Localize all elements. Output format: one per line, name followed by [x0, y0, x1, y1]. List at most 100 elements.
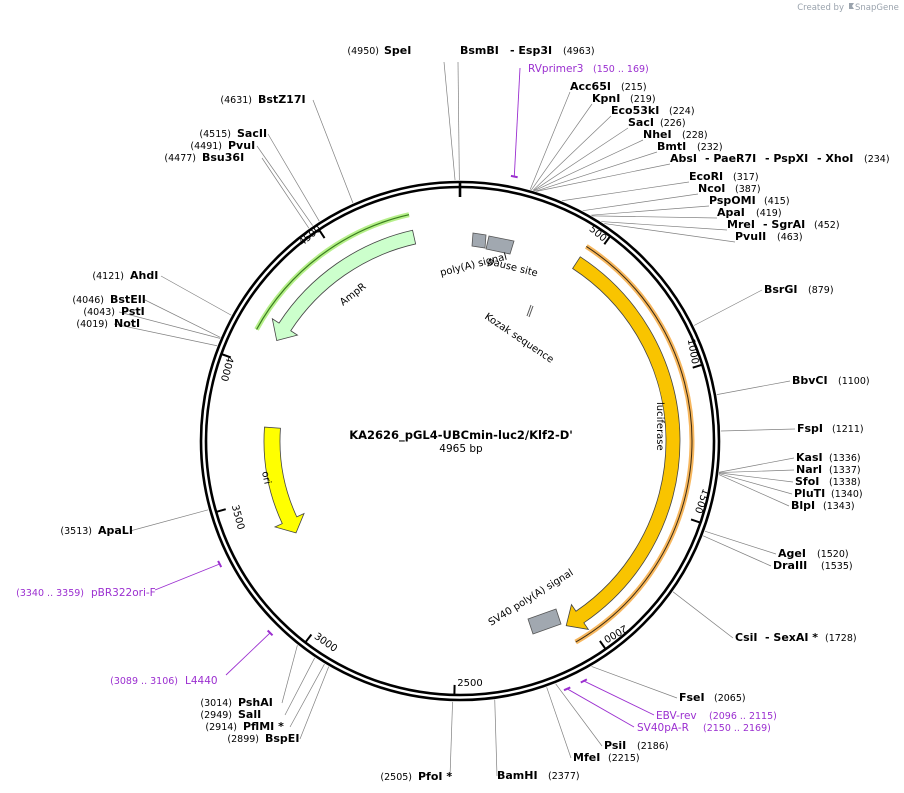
svg-text:ApaLI: ApaLI — [98, 524, 133, 537]
site-eco53ki[interactable]: Eco53kI(224) — [611, 104, 695, 117]
site-bspei[interactable]: (2899)BspEI — [227, 732, 299, 745]
site-kasi[interactable]: KasI(1336) — [796, 451, 861, 464]
site-noti[interactable]: (4019)NotI — [76, 317, 140, 330]
plasmid-size: 4965 bp — [439, 443, 483, 455]
svg-text:BspEI: BspEI — [265, 732, 299, 745]
svg-text:NheI: NheI — [643, 128, 672, 141]
site-mfei[interactable]: MfeI(2215) — [573, 751, 640, 764]
site-bsrgi[interactable]: BsrGI(879) — [764, 283, 834, 296]
svg-text:(1343): (1343) — [823, 501, 855, 512]
site-fspi[interactable]: FspI(1211) — [797, 422, 864, 435]
site-leader-line — [601, 221, 728, 231]
site-leader-line — [113, 323, 218, 347]
primer-mark — [563, 686, 571, 692]
site-pfoi[interactable]: (2505)PfoI * — [380, 770, 452, 783]
svg-text:(2096 .. 2115): (2096 .. 2115) — [709, 711, 777, 722]
svg-text:PfoI *: PfoI * — [418, 770, 452, 783]
tick-4500 — [318, 229, 326, 239]
primer-sv40pa-r[interactable]: SV40pA-R (2150 .. 2169) — [637, 722, 771, 734]
site-blpi[interactable]: BlpI (1343) — [791, 499, 855, 512]
site-leader-line — [719, 472, 794, 483]
tick-3500 — [215, 508, 226, 513]
site-pspomi[interactable]: PspOMI(415) — [709, 194, 790, 207]
site-ahdi[interactable]: (4121)AhdI — [92, 269, 158, 282]
site-acc65i[interactable]: Acc65I(215) — [570, 80, 647, 93]
site-bsteii[interactable]: (4046)BstEII — [72, 293, 145, 306]
site-bstz17i[interactable]: (4631)BstZ17I — [220, 93, 305, 106]
site-sali[interactable]: (2949)SalI — [200, 708, 261, 721]
site-leader-line — [719, 469, 795, 473]
site-leader-line — [443, 61, 456, 181]
svg-text:BlpI: BlpI — [791, 499, 815, 512]
site-spei[interactable]: (4950) SpeI — [347, 44, 411, 57]
polya-signal-feature[interactable] — [471, 232, 487, 249]
svg-text:(3513): (3513) — [60, 526, 92, 537]
svg-text:- XhoI: - XhoI — [817, 152, 853, 165]
kozak-sequence-feature[interactable] — [526, 304, 534, 318]
kozak-sequence-label: Kozak sequence — [482, 311, 555, 365]
primer-l4440[interactable]: (3089 .. 3106) L4440 — [110, 675, 217, 687]
svg-text:PshAI: PshAI — [238, 696, 273, 709]
site-absi[interactable]: AbsI - PaeR7I - PspXI - XhoI (234) — [670, 152, 890, 165]
ampr-feature[interactable] — [271, 229, 417, 342]
svg-text:(3089 .. 3106): (3089 .. 3106) — [110, 676, 178, 687]
svg-text:(226): (226) — [660, 118, 686, 129]
site-sfoi[interactable]: SfoI(1338) — [795, 475, 861, 488]
svg-text:PvuII: PvuII — [735, 230, 766, 243]
site-pflmi[interactable]: (2914)PflMI * — [205, 720, 284, 733]
site-apali[interactable]: (3513) ApaLI — [60, 524, 133, 537]
ori-feature[interactable] — [263, 426, 305, 534]
site-pluti[interactable]: PluTI(1340) — [794, 487, 863, 500]
luciferase-feature[interactable] — [565, 256, 681, 630]
site-ecori[interactable]: EcoRI(317) — [689, 170, 759, 183]
site-mrei[interactable]: MreI - SgrAI (452) — [727, 218, 840, 231]
site-pshai[interactable]: (3014)PshAI — [200, 696, 272, 709]
primer-pbr322ori-f[interactable]: (3340 .. 3359) pBR322ori-F — [16, 587, 156, 599]
site-fsei[interactable]: FseI(2065) — [679, 691, 746, 704]
site-kpni[interactable]: KpnI(219) — [592, 92, 656, 105]
site-leader-line — [546, 687, 572, 759]
primer-ebv-rev[interactable]: EBV-rev (2096 .. 2115) — [656, 710, 777, 722]
svg-text:Bsu36I: Bsu36I — [202, 151, 244, 164]
site-psti[interactable]: (4043)PstI — [83, 305, 144, 318]
svg-text:(4963): (4963) — [563, 46, 595, 57]
site-leader-line — [118, 311, 221, 339]
site-leader-line — [494, 699, 498, 777]
site-ncoi[interactable]: NcoI(387) — [698, 182, 761, 195]
site-bbvci[interactable]: BbvCI(1100) — [792, 374, 870, 387]
site-pvui[interactable]: (4491)PvuI — [190, 139, 255, 152]
primer-rvprimer3[interactable]: RVprimer3 (150 .. 169) — [528, 63, 649, 75]
svg-text:(4631): (4631) — [220, 95, 252, 106]
svg-text:(4491): (4491) — [190, 141, 222, 152]
site-leader-line — [267, 133, 320, 222]
site-bmti[interactable]: BmtI(232) — [657, 140, 723, 153]
svg-text:(452): (452) — [814, 220, 840, 231]
svg-text:SacII: SacII — [237, 127, 267, 140]
svg-text:SfoI: SfoI — [795, 475, 819, 488]
site-leader-line — [718, 473, 793, 495]
site-agei[interactable]: AgeI(1520) — [778, 547, 849, 560]
site-bamhi[interactable]: BamHI(2377) — [497, 769, 580, 782]
backbone — [199, 180, 721, 702]
site-bsu36i[interactable]: (4477)Bsu36I — [164, 151, 244, 164]
site-leader-line — [591, 666, 678, 699]
site-sacii[interactable]: (4515)SacII — [199, 127, 267, 140]
site-draiii[interactable]: DraIII(1535) — [773, 559, 853, 572]
site-leader-line — [582, 193, 699, 212]
pause-site-feature[interactable] — [485, 235, 515, 255]
site-apai[interactable]: ApaI(419) — [717, 206, 782, 219]
tick-label-2500: 2500 — [457, 678, 482, 689]
site-pvuii[interactable]: PvuII(463) — [735, 230, 803, 243]
site-bsmbi[interactable]: BsmBI - Esp3I (4963) — [460, 44, 595, 57]
site-nhei[interactable]: NheI(228) — [643, 128, 708, 141]
site-nari[interactable]: NarI(1337) — [796, 463, 861, 476]
sv40-polya-feature[interactable] — [527, 608, 562, 635]
site-csii[interactable]: CsiI - SexAI * (1728) — [735, 631, 857, 644]
svg-text:Eco53kI: Eco53kI — [611, 104, 659, 117]
site-psii[interactable]: PsiI(2186) — [604, 739, 669, 752]
svg-text:SV40pA-R: SV40pA-R — [637, 722, 689, 734]
site-leader-line — [449, 701, 453, 778]
site-saci[interactable]: SacI(226) — [628, 116, 686, 129]
site-leader-line — [129, 509, 209, 532]
svg-text:(1728): (1728) — [825, 633, 857, 644]
